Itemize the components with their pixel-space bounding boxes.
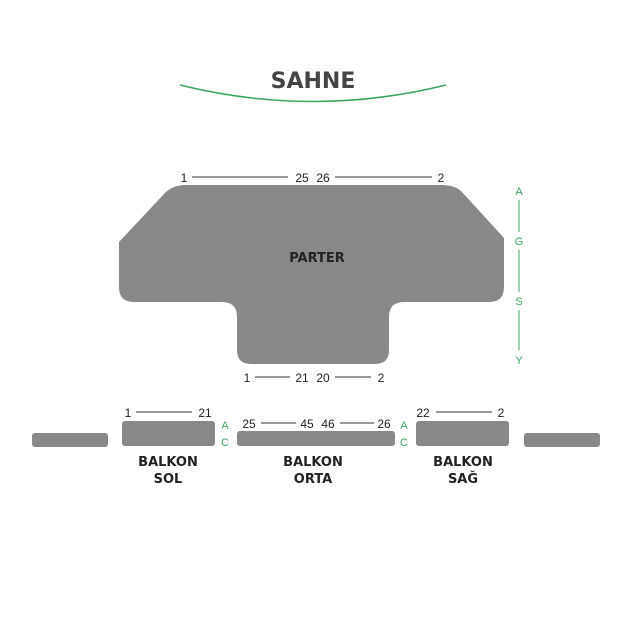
balkon-orta-seat-mid-right: 46 (321, 417, 335, 431)
balkon-sol-row-a: A (221, 420, 229, 432)
balkon-orta-seat-right: 26 (377, 417, 391, 431)
balkon-orta-section[interactable] (237, 431, 395, 446)
parter-section[interactable] (119, 185, 504, 364)
balkon-orta-seat-mid-left: 45 (300, 417, 314, 431)
parter-top-seat-left: 1 (181, 171, 188, 185)
balkon-orta-label-2: ORTA (294, 472, 332, 487)
balkon-sol-row-c: C (221, 437, 229, 449)
parter-bottom-seat-left: 1 (244, 371, 251, 385)
stage-label: SAHNE (271, 69, 356, 94)
balkon-sag-label-1: BALKON (433, 455, 493, 470)
parter-top-seat-mid-left: 25 (295, 171, 309, 185)
balkon-sol-seat-left: 1 (125, 406, 132, 420)
balkon-sol-label-2: SOL (154, 472, 183, 487)
balkon-sag-row-c: C (400, 437, 408, 449)
balkon-sag-seat-left: 22 (416, 406, 430, 420)
parter-label: PARTER (289, 251, 345, 266)
side-section-right[interactable] (524, 433, 600, 447)
side-section-left[interactable] (32, 433, 108, 447)
parter-bottom-seat-right: 2 (378, 371, 385, 385)
parter-row-s: S (515, 296, 522, 308)
balkon-sol-seat-right: 21 (198, 406, 212, 420)
parter-bottom-seat-mid-right: 20 (316, 371, 330, 385)
balkon-orta-label-1: BALKON (283, 455, 343, 470)
balkon-sag-label-2: SAĞ (448, 471, 478, 487)
parter-row-y: Y (515, 355, 523, 367)
balkon-sol-section[interactable] (122, 421, 215, 446)
parter-top-seat-right: 2 (438, 171, 445, 185)
parter-row-a: A (515, 186, 523, 198)
parter-row-g: G (515, 236, 524, 248)
parter-bottom-seat-mid-left: 21 (295, 371, 309, 385)
balkon-sag-seat-right: 2 (498, 406, 505, 420)
balkon-sag-row-a: A (400, 420, 408, 432)
balkon-orta-seat-left: 25 (242, 417, 256, 431)
stage-arc (179, 84, 447, 103)
balkon-sag-section[interactable] (416, 421, 509, 446)
balkon-sol-label-1: BALKON (138, 455, 198, 470)
parter-top-seat-mid-right: 26 (316, 171, 330, 185)
